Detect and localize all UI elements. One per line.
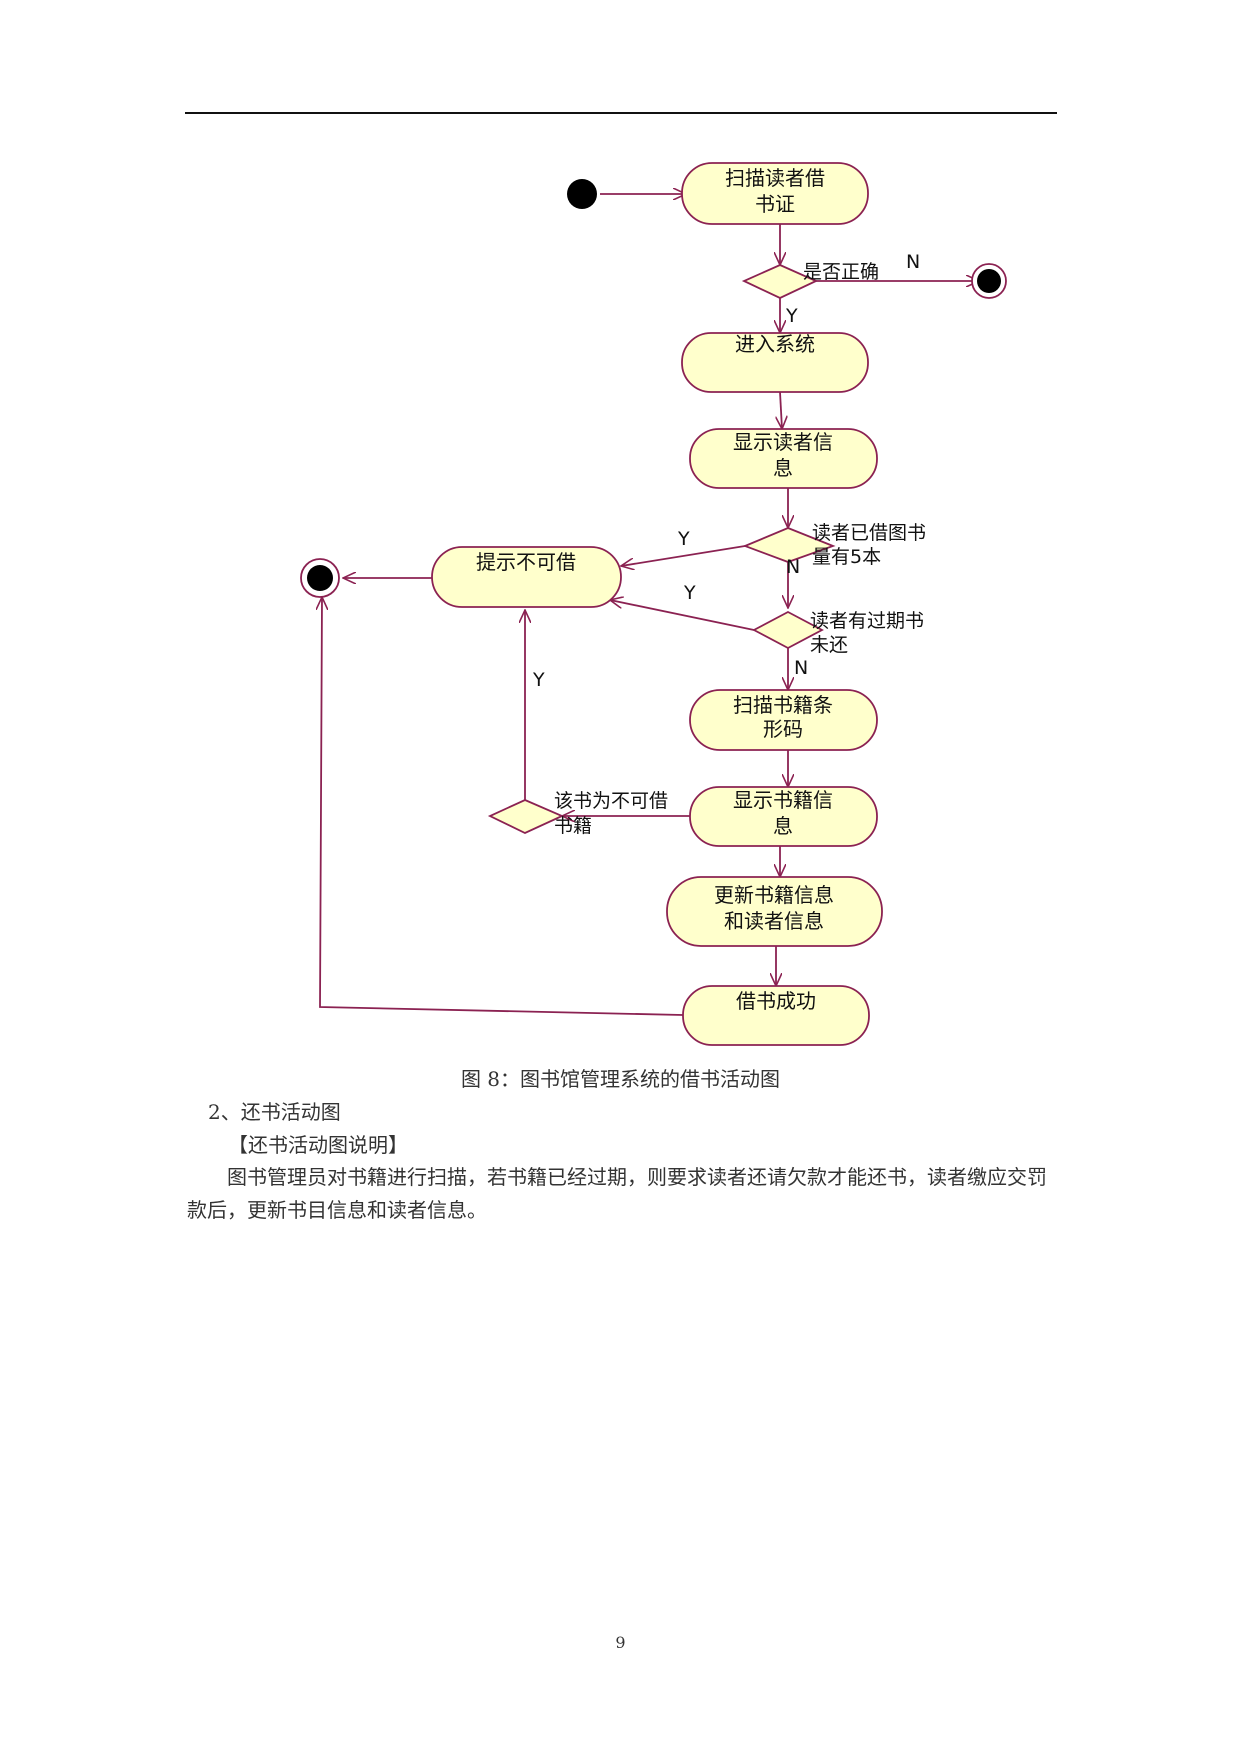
node-prompt-no-borrow: 提示不可借 (431, 546, 622, 608)
edge-enter-to-show-reader (780, 391, 782, 429)
initial-node (567, 179, 597, 209)
node-update-info: 更新书籍信息 和读者信息 (666, 876, 883, 947)
decision-card-valid-label: 是否正确 (803, 261, 879, 283)
guard-card-valid-yes: Y (785, 305, 798, 327)
decision-card-valid (741, 264, 819, 299)
final-node-left (300, 558, 340, 598)
node-borrow-success: 借书成功 (682, 985, 870, 1046)
node-update-info-line-2: 和读者信息 (724, 909, 824, 933)
node-show-book-line-1: 显示书籍信 (733, 788, 833, 812)
decision-borrowed-five (742, 527, 836, 563)
guard-overdue-yes: Y (683, 582, 696, 604)
edge-overdue-yes-to-prompt (610, 600, 755, 631)
node-show-reader: 显示读者信 息 (689, 428, 878, 489)
node-scan-barcode-line-2: 形码 (763, 717, 803, 741)
node-scan-card-line-2: 书证 (755, 192, 795, 216)
guard-overdue-no: N (794, 657, 808, 679)
decision-overdue-label-2: 未还 (810, 634, 848, 656)
decision-overdue (752, 610, 824, 650)
header-rule (185, 112, 1057, 114)
decision-borrowed-five-label-1: 读者已借图书 (812, 522, 926, 544)
node-enter-system: 进入系统 (681, 332, 869, 393)
guard-card-valid-no: N (906, 251, 920, 273)
borrow-activity-diagram: 扫描读者借 书证 进入系统 显示读者信 息 提示不可借 扫描书籍条 形码 显示书… (300, 162, 1007, 1046)
node-scan-barcode: 扫描书籍条 形码 (689, 689, 878, 751)
decision-overdue-label-1: 读者有过期书 (810, 610, 924, 632)
node-scan-card: 扫描读者借 书证 (681, 162, 869, 225)
node-prompt-no-borrow-line-1: 提示不可借 (476, 550, 576, 574)
node-scan-barcode-line-1: 扫描书籍条 (733, 693, 833, 717)
decision-borrowed-five-label-2: 量有5本 (812, 546, 881, 568)
edge-success-to-end (320, 597, 684, 1016)
edges (320, 194, 979, 1016)
node-enter-system-line-1: 进入系统 (735, 332, 815, 356)
node-update-info-line-1: 更新书籍信息 (714, 883, 834, 907)
guard-borrowed-five-no: N (786, 556, 800, 578)
node-scan-card-line-1: 扫描读者借 (725, 166, 825, 190)
node-borrow-success-line-1: 借书成功 (736, 989, 816, 1013)
guard-not-borrowable-yes: Y (532, 669, 545, 691)
figure-caption: 图 8：图书馆管理系统的借书活动图 (460, 1067, 781, 1091)
subsection-title: 【还书活动图说明】 (228, 1133, 408, 1157)
page-number: 9 (615, 1633, 626, 1652)
node-show-reader-line-2: 息 (773, 456, 793, 480)
decision-not-borrowable-label-2: 书籍 (554, 815, 592, 837)
section-title: 2、还书活动图 (208, 1100, 341, 1124)
decision-not-borrowable (487, 799, 565, 834)
node-show-book: 显示书籍信 息 (689, 786, 878, 847)
decision-not-borrowable-label-1: 该书为不可借 (554, 790, 668, 812)
body-paragraph: 图书管理员对书籍进行扫描，若书籍已经过期，则要求读者还请欠款才能还书，读者缴应交… (187, 1165, 1047, 1222)
final-node-top (971, 263, 1007, 299)
guard-borrowed-five-yes: Y (677, 528, 690, 550)
edge-borrowed-five-yes-to-prompt (621, 545, 746, 566)
node-show-book-line-2: 息 (773, 814, 793, 838)
node-show-reader-line-1: 显示读者信 (733, 430, 833, 454)
